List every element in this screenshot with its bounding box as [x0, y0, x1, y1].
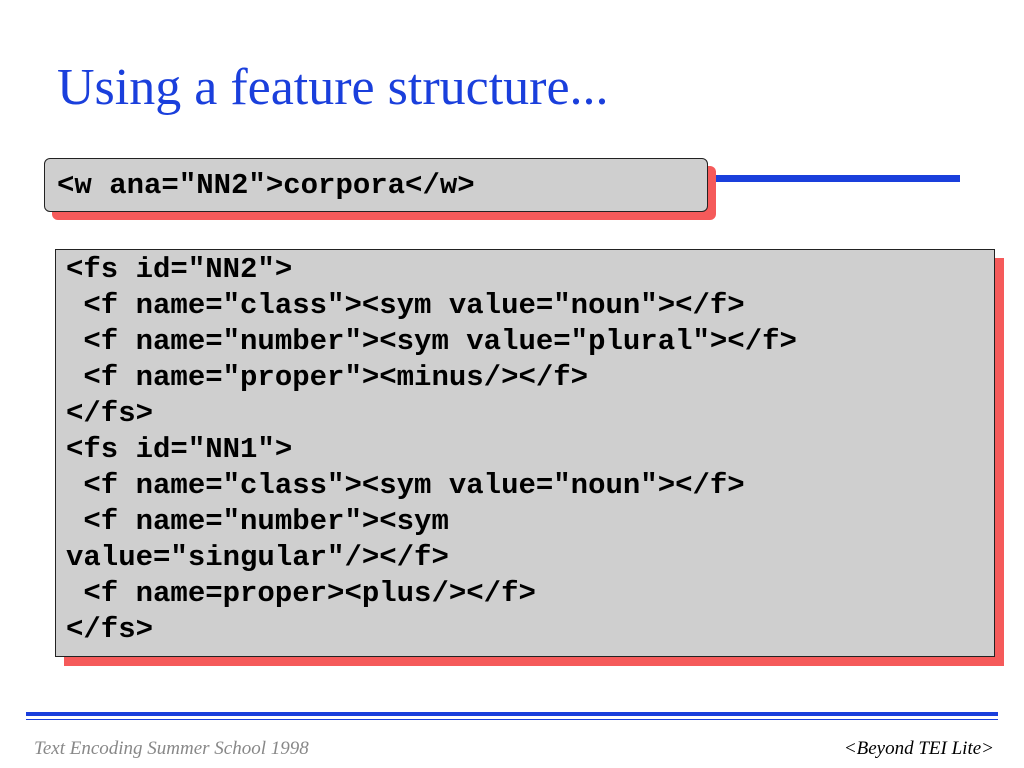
code-line: </fs>: [66, 397, 154, 430]
code-line: <f name="proper"><minus/></f>: [66, 361, 589, 394]
example-code-text: <w ana="NN2">corpora</w>: [57, 169, 475, 202]
example-code-box: <w ana="NN2">corpora</w>: [44, 158, 708, 212]
footer-left-text: Text Encoding Summer School 1998: [34, 738, 309, 759]
code-line: </fs>: [66, 613, 154, 646]
footer-rule-thin: [26, 719, 998, 720]
fs-code-box: <fs id="NN2"> <f name="class"><sym value…: [55, 249, 995, 657]
footer-right-text: <Beyond TEI Lite>: [843, 738, 994, 759]
code-line: <f name=proper><plus/></f>: [66, 577, 536, 610]
code-line: <f name="number"><sym: [66, 505, 449, 538]
code-line: <f name="number"><sym value="plural"></f…: [66, 325, 797, 358]
accent-line: [700, 175, 960, 182]
code-line: <f name="class"><sym value="noun"></f>: [66, 469, 745, 502]
fs-code-list: <fs id="NN2"> <f name="class"><sym value…: [66, 252, 797, 648]
code-line: value="singular"/></f>: [66, 541, 449, 574]
code-line: <fs id="NN1">: [66, 433, 293, 466]
code-line: <fs id="NN2">: [66, 253, 293, 286]
slide-title: Using a feature structure...: [57, 59, 609, 116]
code-line: <f name="class"><sym value="noun"></f>: [66, 289, 745, 322]
footer-rule: [26, 712, 998, 716]
